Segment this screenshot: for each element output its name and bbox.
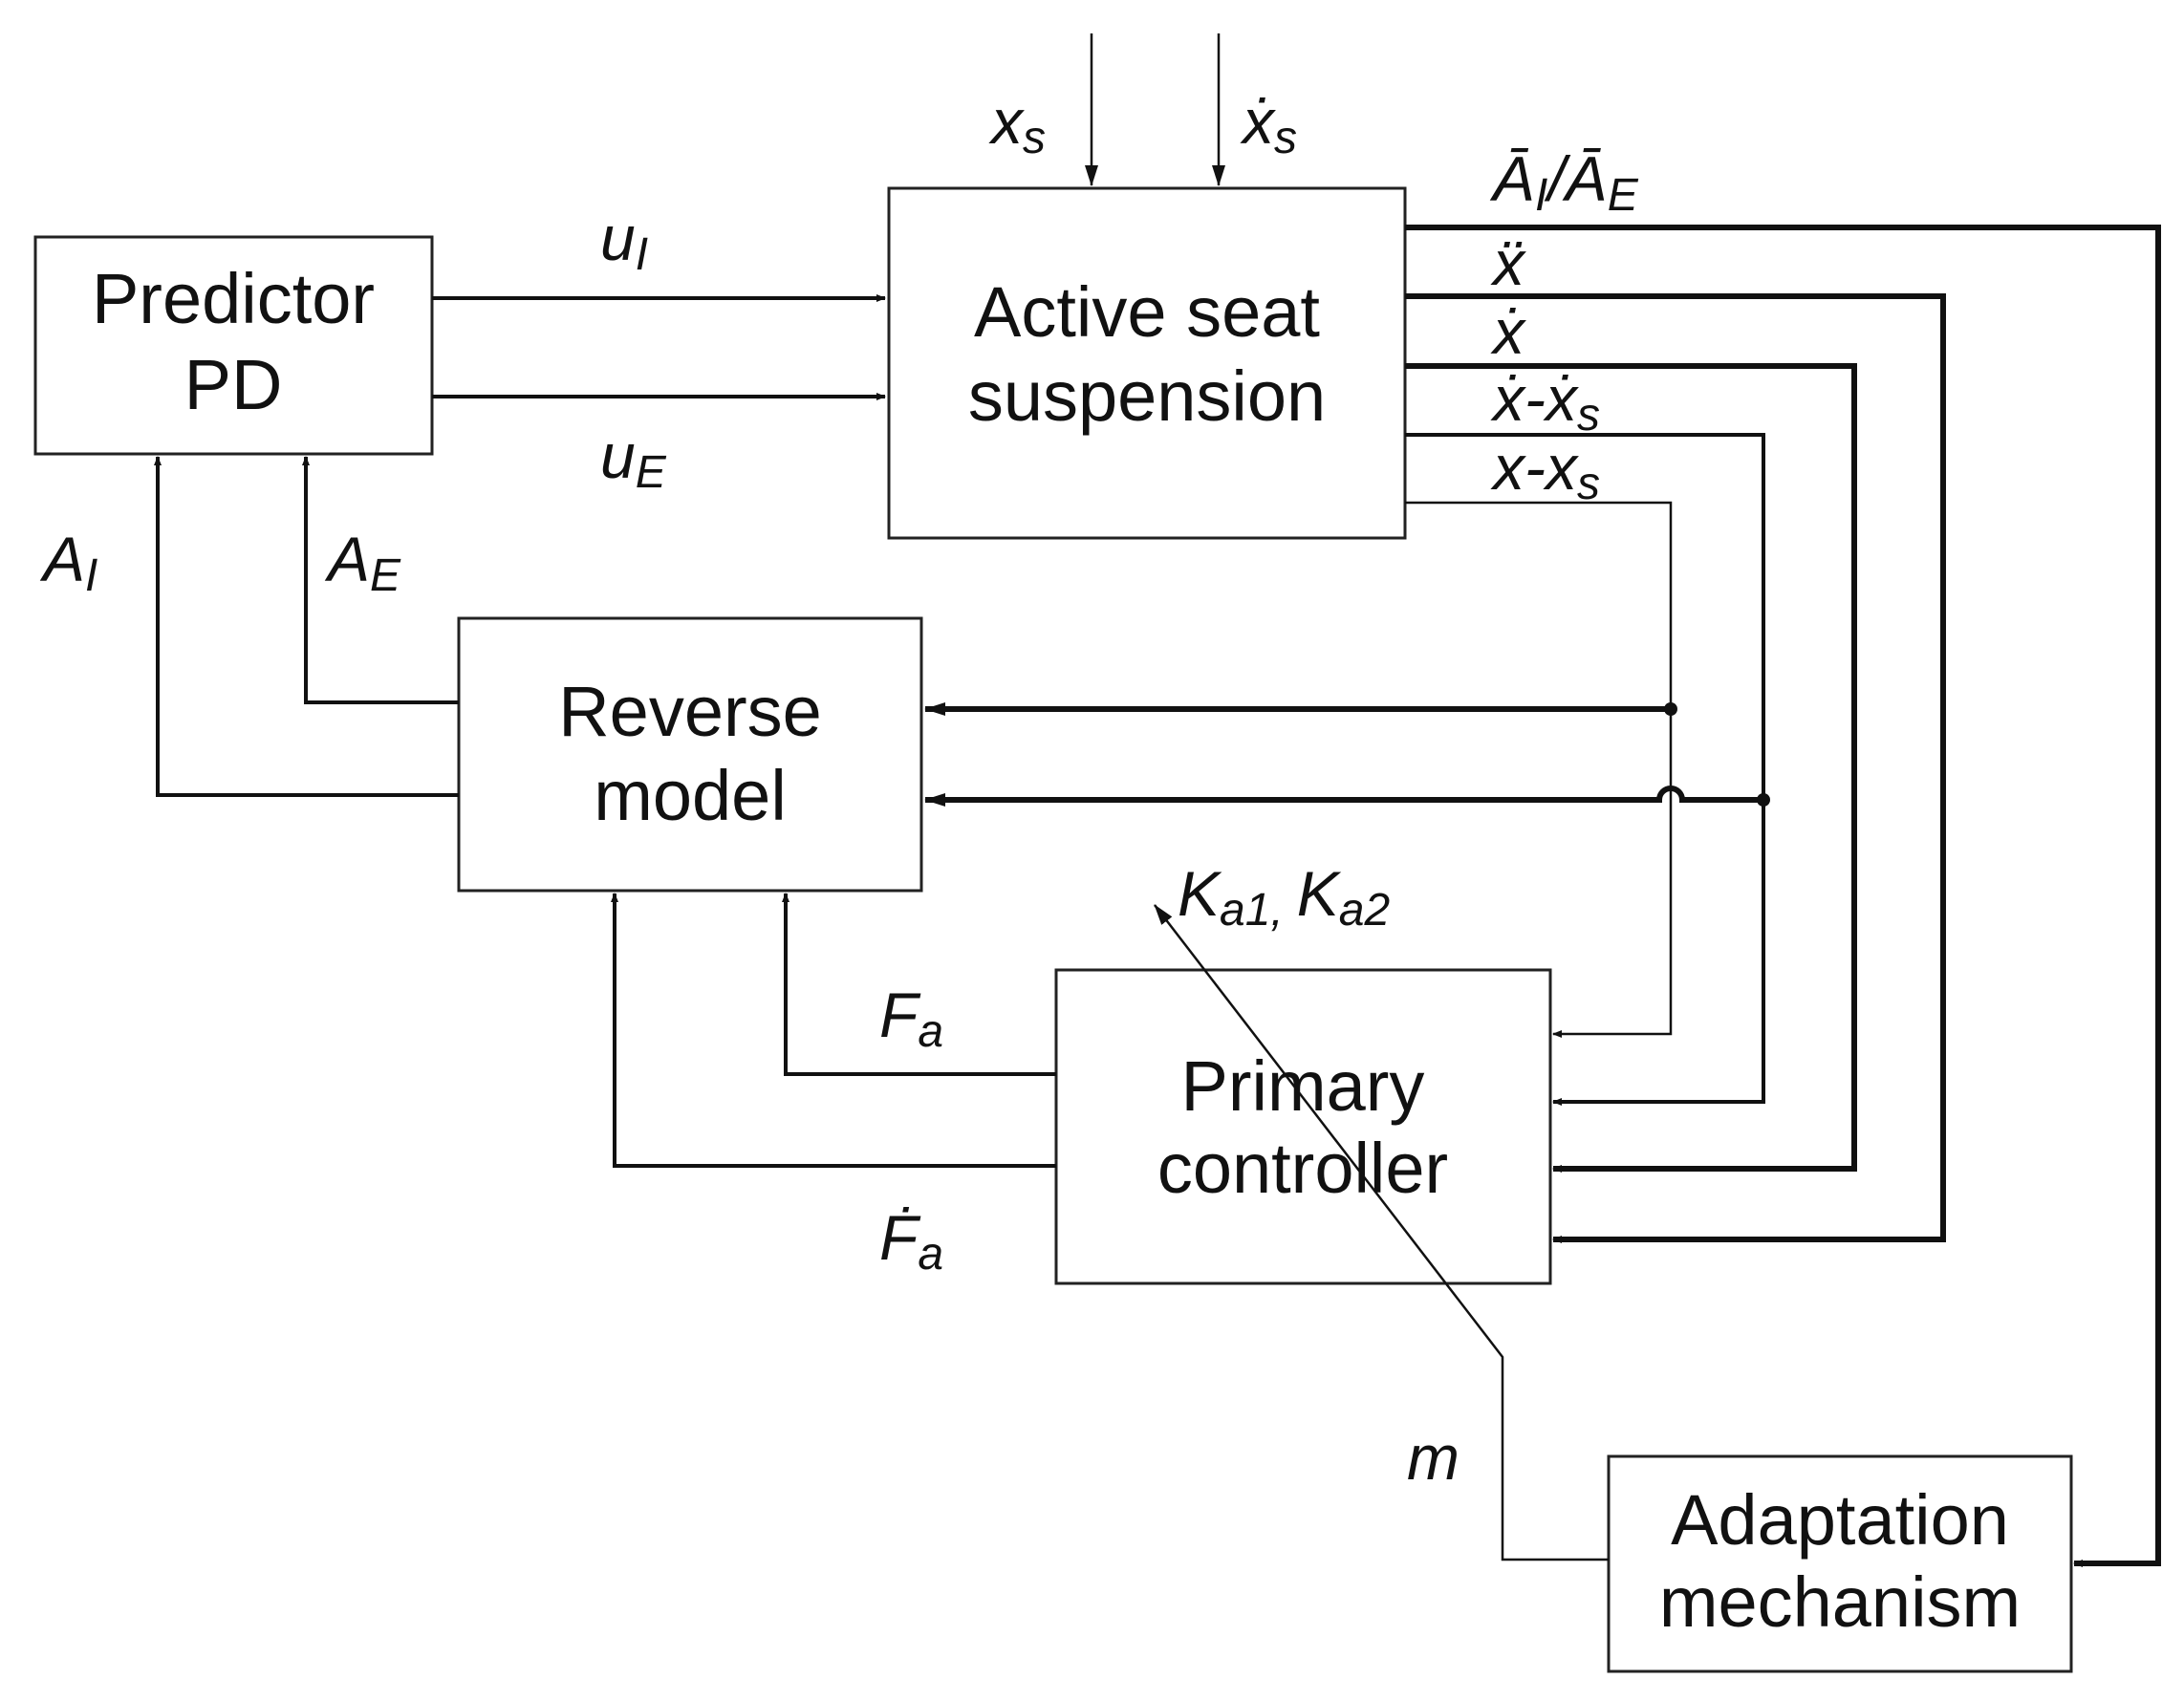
relative-displacement-label: x-xs — [1490, 432, 1600, 509]
ui-label: uI — [600, 203, 648, 280]
active-seat-label-line1: Active seat — [974, 272, 1320, 352]
relative-velocity-label: ẋ-ẋs — [1490, 363, 1600, 441]
adaptation-mechanism-block: Adaptation mechanism — [1607, 1454, 2073, 1673]
predictor-pd-block: Predictor PD — [33, 235, 434, 456]
m-adaptation-arrow — [1154, 904, 1609, 1561]
fa-signal-line — [782, 893, 1056, 1076]
primary-controller-label-line2: controller — [1157, 1129, 1448, 1208]
reverse-model-label-line1: Reverse — [558, 672, 822, 751]
ue-label: uE — [600, 420, 667, 498]
a-ratio-feedback-line — [1405, 225, 2161, 1567]
ae-feedback-line — [302, 456, 459, 704]
a-ratio-label: ĀI/ĀE — [1489, 143, 1639, 221]
x-dot-feedback-line — [1405, 363, 1857, 1173]
adaptation-label-line1: Adaptation — [1671, 1480, 2009, 1560]
reverse-model-block: Reverse model — [457, 616, 923, 893]
active-seat-label-line2: suspension — [968, 356, 1326, 436]
x-ddot-label: ẍ — [1490, 227, 1526, 298]
ai-label: AI — [39, 524, 97, 601]
relative-velocity-feedback-line — [1405, 433, 1765, 1106]
fa-dot-signal-line — [611, 893, 1056, 1168]
active-seat-suspension-block: Active seat suspension — [887, 186, 1407, 540]
adaptation-label-line2: mechanism — [1659, 1562, 2021, 1642]
xs-label: xs — [988, 86, 1046, 163]
x-ddot-feedback-line — [1405, 293, 1946, 1243]
gains-label: Ka1,Ka2 — [1178, 858, 1390, 936]
junction-dot — [1664, 702, 1677, 716]
relative-displacement-feedback-line — [1405, 501, 1673, 1038]
primary-controller-label-line1: Primary — [1181, 1046, 1425, 1126]
x-dot-label: ẋ — [1490, 296, 1526, 367]
predictor-label-line2: PD — [184, 345, 283, 424]
junction-dot — [1757, 793, 1770, 807]
ae-label: AE — [324, 524, 401, 601]
fa-dot-label: Ḟa — [879, 1202, 943, 1280]
xs-dot-label: ẋs — [1240, 86, 1297, 163]
ai-feedback-line — [154, 456, 459, 797]
reverse-model-label-line2: model — [594, 756, 787, 835]
reverse-model-input-lower — [924, 786, 1763, 807]
predictor-label-line1: Predictor — [92, 259, 375, 338]
m-label: m — [1407, 1422, 1460, 1493]
primary-controller-block: Primary controller — [1054, 968, 1552, 1285]
fa-label: Fa — [879, 980, 943, 1057]
